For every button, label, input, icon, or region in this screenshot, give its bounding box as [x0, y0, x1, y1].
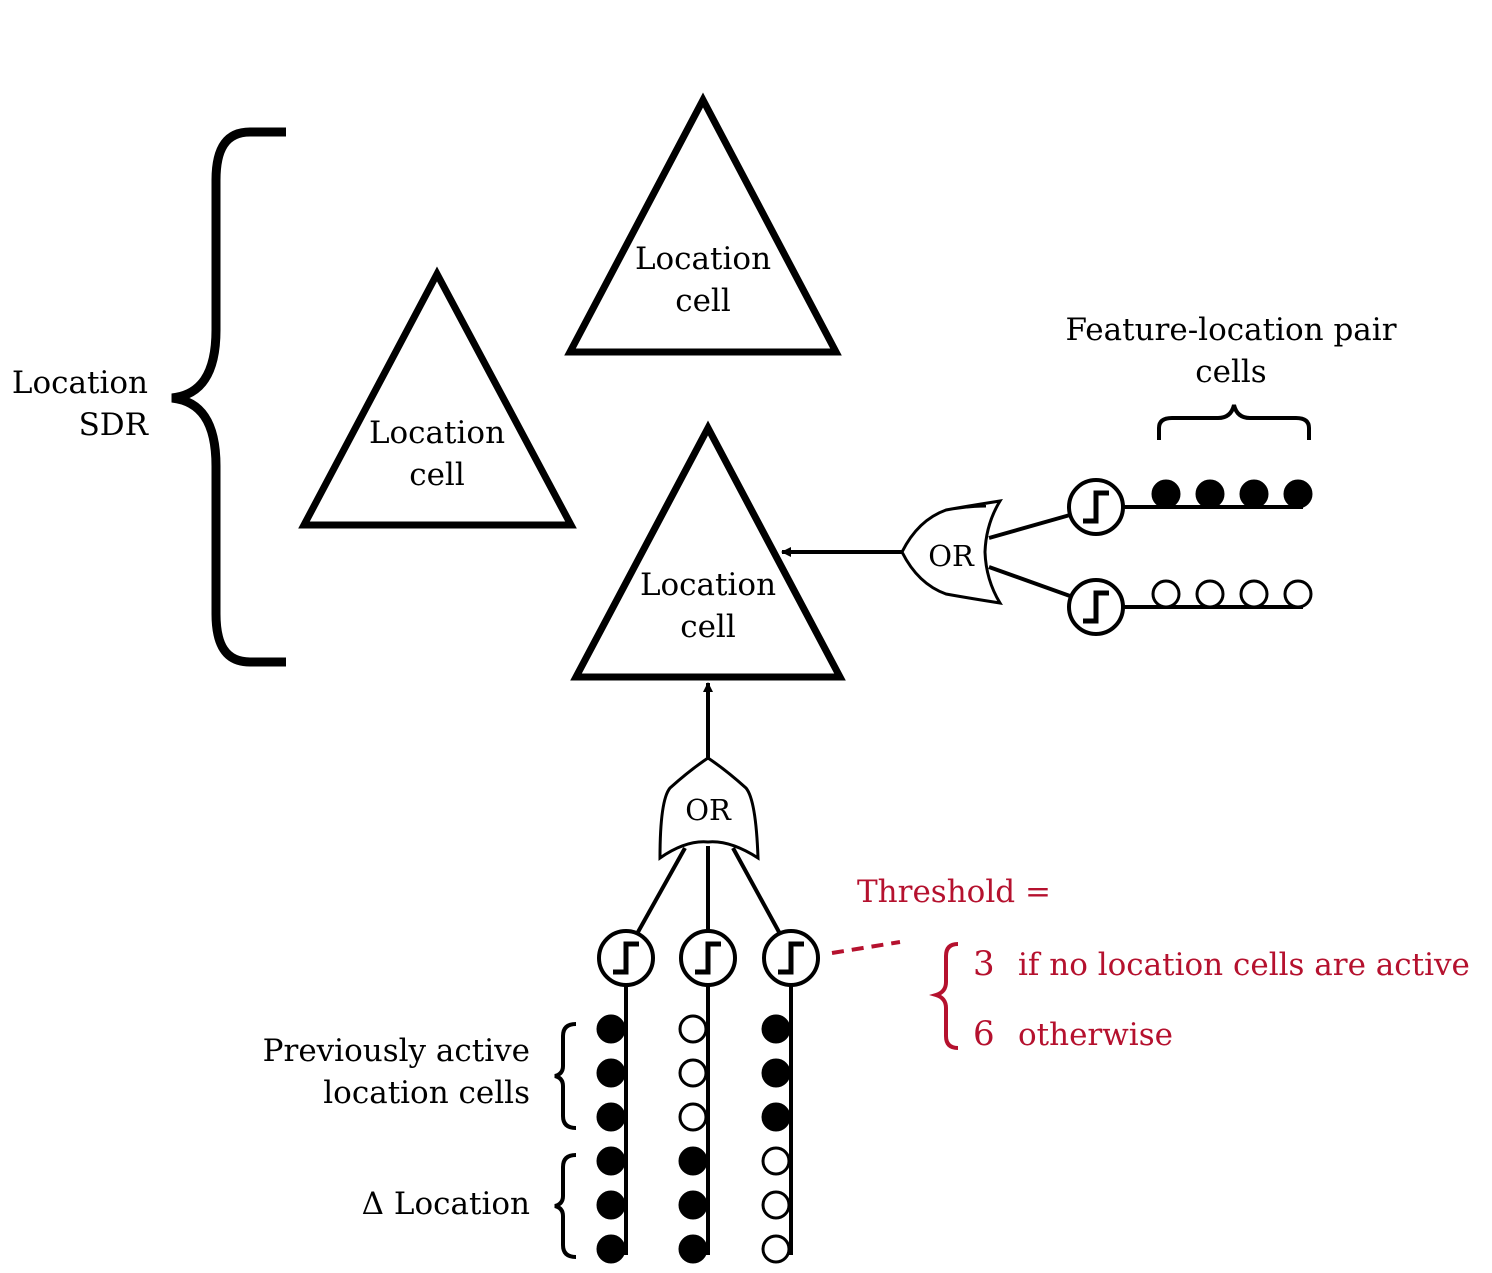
bottom-or-input-3	[731, 847, 781, 933]
inactive-synapse	[1239, 579, 1269, 609]
previously-active-label-line2: location cells	[323, 1075, 530, 1111]
active-synapse	[596, 1190, 626, 1220]
step-function-icon	[1083, 490, 1109, 524]
inactive-synapse	[761, 1146, 791, 1176]
or-gate-bottom-label: OR	[685, 793, 732, 827]
location-sdr-label-line2: SDR	[79, 407, 150, 443]
location-cell-top: Location cell	[564, 92, 842, 356]
feature-segment-1	[1067, 478, 1303, 536]
active-synapse	[1151, 479, 1181, 509]
active-synapse	[596, 1146, 626, 1176]
location-segment-3	[762, 929, 820, 1255]
active-synapse	[761, 1014, 791, 1044]
bottom-or-input-1	[636, 847, 687, 933]
inactive-synapse	[1195, 579, 1225, 609]
location-cell-main-label-line2: cell	[680, 609, 736, 645]
active-synapse	[678, 1146, 708, 1176]
threshold-brace	[929, 942, 959, 1050]
location-sdr-label-line1: Location	[12, 365, 148, 401]
inactive-synapse	[678, 1014, 708, 1044]
active-synapse	[596, 1058, 626, 1088]
threshold-value-2: 6	[973, 1014, 995, 1054]
or-gate-bottom: OR	[658, 756, 760, 861]
inactive-synapse	[761, 1234, 791, 1264]
feature-location-label-line1: Feature-location pair	[1065, 312, 1396, 348]
location-cell-left-label-line1: Location	[369, 415, 505, 451]
active-synapse	[596, 1014, 626, 1044]
location-cell-top-label-line2: cell	[675, 283, 731, 319]
inactive-synapse	[678, 1102, 708, 1132]
previously-active-brace	[554, 1022, 577, 1130]
active-synapse	[1195, 479, 1225, 509]
or-gate-right-label: OR	[928, 539, 975, 573]
active-synapse	[678, 1234, 708, 1264]
location-cell-left: Location cell	[298, 266, 577, 529]
location-cell-main-label-line1: Location	[640, 567, 776, 603]
feature-segment-2	[1067, 578, 1303, 636]
delta-location-label: Δ Location	[362, 1186, 530, 1222]
step-function-icon	[778, 941, 804, 975]
active-synapse	[596, 1234, 626, 1264]
active-synapse	[1283, 479, 1313, 509]
feature-location-brace	[1157, 404, 1311, 440]
active-synapse	[761, 1102, 791, 1132]
step-function-icon	[613, 941, 639, 975]
inactive-synapse	[678, 1058, 708, 1088]
threshold-condition-1: if no location cells are active	[1018, 947, 1470, 983]
previously-active-label-line1: Previously active	[263, 1033, 530, 1069]
synapses	[596, 479, 1313, 1264]
threshold-condition-2: otherwise	[1018, 1017, 1173, 1053]
active-synapse	[761, 1058, 791, 1088]
feature-location-label-line2: cells	[1195, 354, 1266, 390]
threshold-dashed-connector	[831, 940, 901, 955]
inactive-synapse	[761, 1190, 791, 1220]
active-synapse	[596, 1102, 626, 1132]
step-function-icon	[1083, 590, 1109, 624]
location-sdr-brace	[171, 127, 286, 667]
step-function-icon	[695, 941, 721, 975]
threshold-label: Threshold =	[857, 874, 1051, 910]
location-cell-left-label-line2: cell	[409, 457, 465, 493]
threshold-value-1: 3	[973, 944, 995, 984]
active-synapse	[1239, 479, 1269, 509]
location-segment-2	[679, 929, 737, 1255]
or-gate-right: OR	[900, 499, 1003, 605]
location-cell-top-label-line1: Location	[635, 241, 771, 277]
active-synapse	[678, 1190, 708, 1220]
delta-location-brace	[554, 1153, 577, 1259]
right-or-input-2	[988, 565, 1071, 598]
location-cell-main: Location cell	[570, 420, 846, 681]
right-or-input-1	[988, 513, 1071, 540]
inactive-synapse	[1151, 579, 1181, 609]
inactive-synapse	[1283, 579, 1313, 609]
location-segment-1	[597, 929, 655, 1255]
